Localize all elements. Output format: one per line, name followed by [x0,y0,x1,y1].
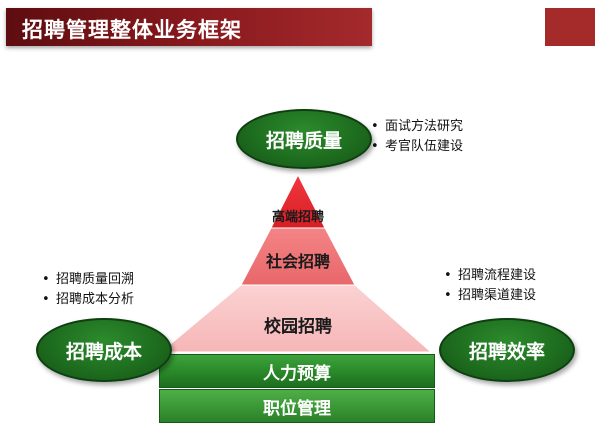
bullet-icon: • [371,139,379,154]
bullet-icon: • [444,268,452,283]
cost-bullet-list: •招聘质量回溯 •招聘成本分析 [42,270,134,310]
list-item: •面试方法研究 [371,117,463,137]
bullet-icon: • [42,292,50,307]
title-bar: 招聘管理整体业务框架 [6,8,372,46]
tier-label-social: 社会招聘 [265,252,331,271]
bullet-icon: • [371,119,379,134]
node-recruitment-quality: 招聘质量 [236,109,372,169]
list-item: •招聘成本分析 [42,290,134,310]
tier-label-campus: 校园招聘 [264,317,332,337]
node-recruitment-efficiency: 招聘效率 [439,318,575,382]
foundation-bar-budget: 人力预算 [159,354,435,388]
title-accent-block [545,8,595,46]
quality-bullet-list: •面试方法研究 •考官队伍建设 [371,117,463,157]
bullet-icon: • [42,272,50,287]
node-recruitment-cost: 招聘成本 [36,318,172,382]
tier-label-high-end: 高端招聘 [271,210,325,225]
list-item: •招聘质量回溯 [42,270,134,290]
efficiency-bullet-list: •招聘流程建设 •招聘渠道建设 [444,266,536,306]
list-item: •招聘渠道建设 [444,286,536,306]
foundation-bar-position: 职位管理 [159,389,435,423]
bullet-icon: • [444,288,452,303]
page-title: 招聘管理整体业务框架 [22,18,242,42]
list-item: •考官队伍建设 [371,137,463,157]
list-item: •招聘流程建设 [444,266,536,286]
pyramid-tier-top [270,173,326,229]
